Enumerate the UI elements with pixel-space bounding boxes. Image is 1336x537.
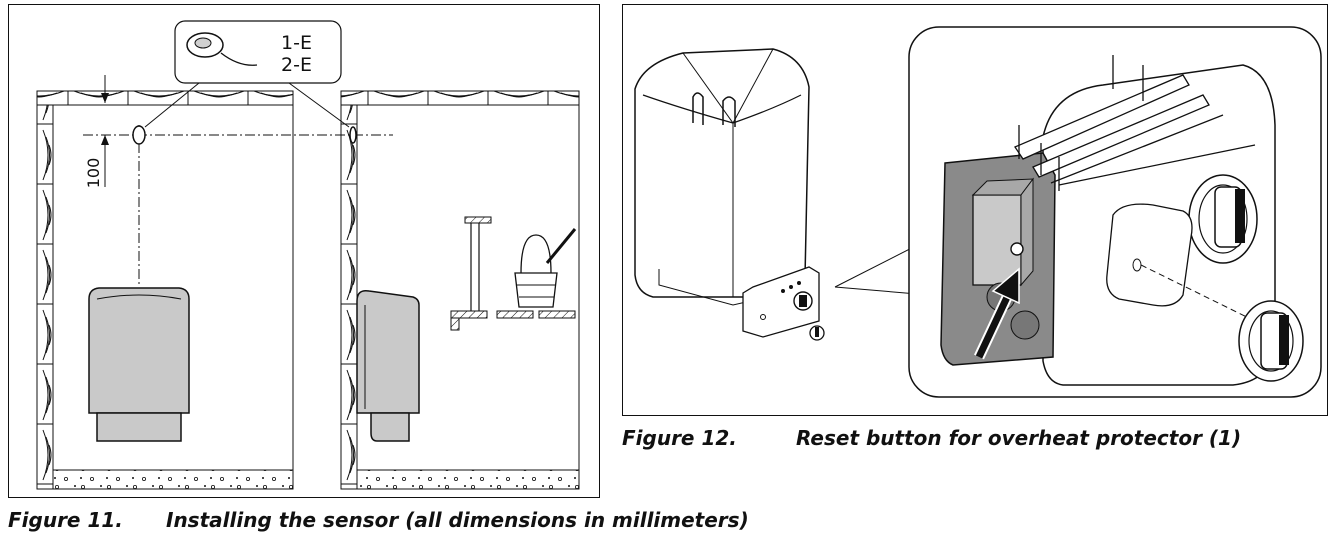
figure-12-number: Figure 12. (622, 426, 737, 450)
dimension-label: 100 (84, 158, 103, 189)
sauna-heater-icon (88, 287, 190, 442)
figure-11-drawing: 100 1-E 2-E (36, 20, 580, 490)
figure-11-caption: Figure 11. Installing the sensor (all dim… (8, 508, 749, 532)
figure-12-text: Reset button for overheat protector (1) (796, 426, 1242, 450)
bench-step (450, 216, 576, 331)
callout-label-2: 2-E (281, 54, 312, 76)
bucket-ladle-icon (514, 228, 577, 308)
figure-12-frame (622, 4, 1328, 416)
heater-overview (634, 48, 825, 341)
figure-12-drawing (634, 26, 1322, 398)
figure-11-frame: 100 1-E 2-E (8, 4, 600, 498)
dimension-100 (95, 75, 115, 187)
figure-11-number: Figure 11. (8, 508, 123, 532)
callout-label-1: 1-E (281, 32, 312, 54)
zoom-detail (908, 26, 1322, 398)
temperature-sensor-icon (186, 32, 258, 66)
sensor-callout (144, 20, 350, 128)
figure-12-caption: Figure 12. Reset button for overheat prot… (622, 426, 1241, 450)
sensor-side (349, 126, 357, 144)
sensor-front (132, 125, 146, 145)
figure-11-text: Installing the sensor (all dimensions in… (166, 508, 749, 532)
sauna-heater-side (356, 289, 420, 442)
reset-arrow-icon (974, 267, 1020, 360)
